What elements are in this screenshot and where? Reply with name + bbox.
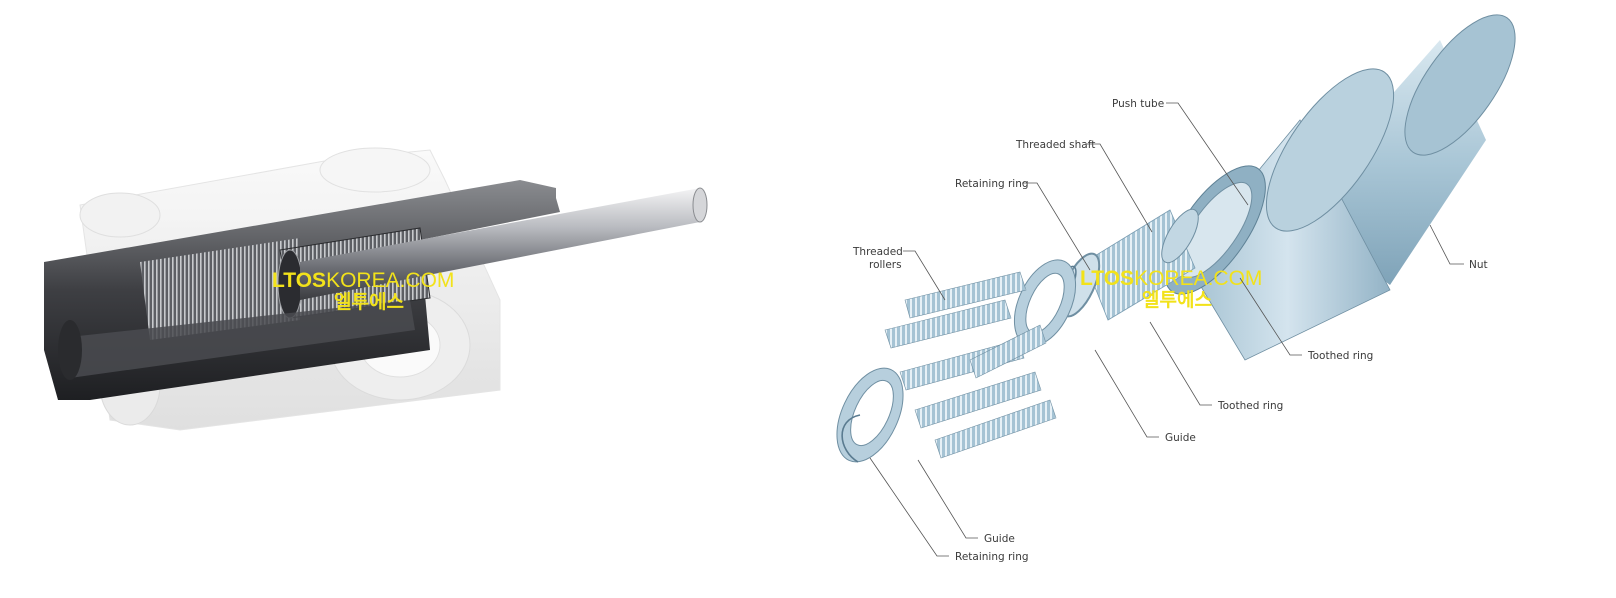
threaded-shaft-steel <box>300 188 700 300</box>
watermark-left-bold: LTOS <box>272 269 326 292</box>
retaining-ring-part-bottom <box>841 414 861 463</box>
label-guide-1: Guide <box>1165 432 1196 444</box>
label-threaded-rollers-2: rollers <box>869 259 902 271</box>
leader-guide-1 <box>1094 349 1159 438</box>
watermark-left-rest: KOREA.COM <box>326 269 454 292</box>
threaded-shaft-part <box>1084 208 1199 321</box>
label-guide-2: Guide <box>984 533 1015 545</box>
leader-threaded-rollers <box>903 250 946 301</box>
label-toothed-ring-2: Toothed ring <box>1217 400 1283 412</box>
svg-text:LTOSKOREA.COM: LTOSKOREA.COM <box>272 269 454 292</box>
cutaway-assembly <box>44 147 708 431</box>
watermark-left: LTOSKOREA.COM 엘투에스 <box>272 269 454 313</box>
label-threaded-shaft: Threaded shaft <box>1015 139 1095 151</box>
leader-threaded-shaft <box>1087 143 1153 233</box>
leader-guide-2 <box>917 459 978 539</box>
guide-part-top <box>1013 259 1077 347</box>
label-retaining-ring-bottom: Retaining ring <box>955 551 1029 563</box>
label-retaining-ring-top: Retaining ring <box>955 178 1029 190</box>
watermark-right-korean: 엘투에스 <box>1142 289 1212 311</box>
threaded-rollers-part <box>884 271 1057 459</box>
leader-nut <box>1429 224 1464 265</box>
leader-toothed-ring-2 <box>1149 321 1212 406</box>
leader-retaining-ring-top <box>1022 182 1091 271</box>
callouts: Push tube Threaded shaft Retaining ring … <box>852 98 1488 563</box>
label-toothed-ring-1: Toothed ring <box>1307 350 1373 362</box>
leader-push-tube <box>1166 102 1249 206</box>
label-threaded-rollers-1: Threaded <box>852 246 903 258</box>
watermark-right-rest: KOREA.COM <box>1134 267 1262 290</box>
guide-part-bottom <box>836 367 904 463</box>
svg-text:LTOSKOREA.COM: LTOSKOREA.COM <box>1080 267 1262 290</box>
threaded-bore <box>140 238 300 340</box>
label-nut: Nut <box>1469 259 1488 271</box>
nut-part <box>1164 14 1516 361</box>
leader-retaining-ring-bottom <box>869 457 949 557</box>
label-push-tube: Push tube <box>1112 98 1164 110</box>
watermark-left-korean: 엘투에스 <box>334 291 404 313</box>
exploded-assembly <box>836 14 1516 463</box>
leader-toothed-ring-1 <box>1239 277 1302 356</box>
watermark-right-bold: LTOS <box>1080 267 1134 290</box>
watermark-right: LTOSKOREA.COM 엘투에스 <box>1080 267 1262 311</box>
